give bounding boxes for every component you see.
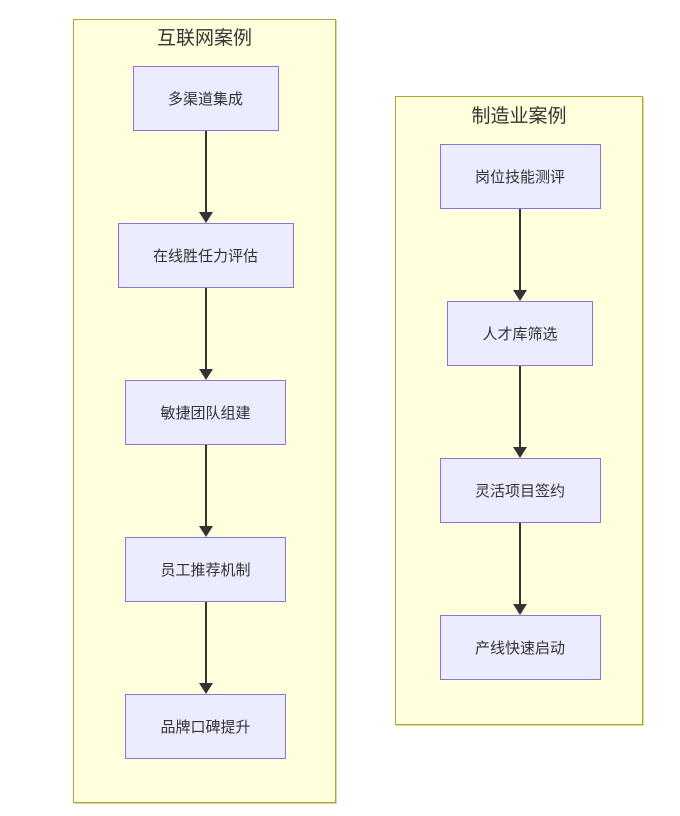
flow-arrow-line [519,523,521,604]
arrowhead-down-icon [198,212,213,223]
flow-node: 人才库筛选 [447,301,593,366]
subgraph-title-internet: 互联网案例 [156,28,252,49]
flow-arrow-line [519,366,521,447]
flow-node: 员工推荐机制 [125,537,286,602]
flow-node: 多渠道集成 [132,66,279,131]
arrowhead-down-icon [198,683,213,694]
flow-arrow-line [204,131,207,212]
flow-node: 岗位技能测评 [439,144,601,209]
flow-node: 产线快速启动 [439,615,601,680]
flow-arrow-line [519,209,521,290]
arrowhead-down-icon [198,526,213,537]
arrowhead-down-icon [513,447,527,458]
flow-node: 在线胜任力评估 [117,223,294,288]
flow-node: 灵活项目签约 [439,458,601,523]
subgraph-internet-case: 互联网案例 多渠道集成在线胜任力评估敏捷团队组建员工推荐机制品牌口碑提升 [73,19,336,803]
flow-node: 品牌口碑提升 [125,694,286,759]
flow-arrow-line [204,602,207,683]
subgraph-title-manufacturing: 制造业案例 [471,106,567,127]
arrowhead-down-icon [513,604,527,615]
arrowhead-down-icon [198,369,213,380]
flow-arrow-line [204,288,207,369]
flow-node: 敏捷团队组建 [125,380,286,445]
flow-arrow-line [204,445,207,526]
subgraph-manufacturing-case: 制造业案例 岗位技能测评人才库筛选灵活项目签约产线快速启动 [395,96,643,725]
arrowhead-down-icon [513,290,527,301]
